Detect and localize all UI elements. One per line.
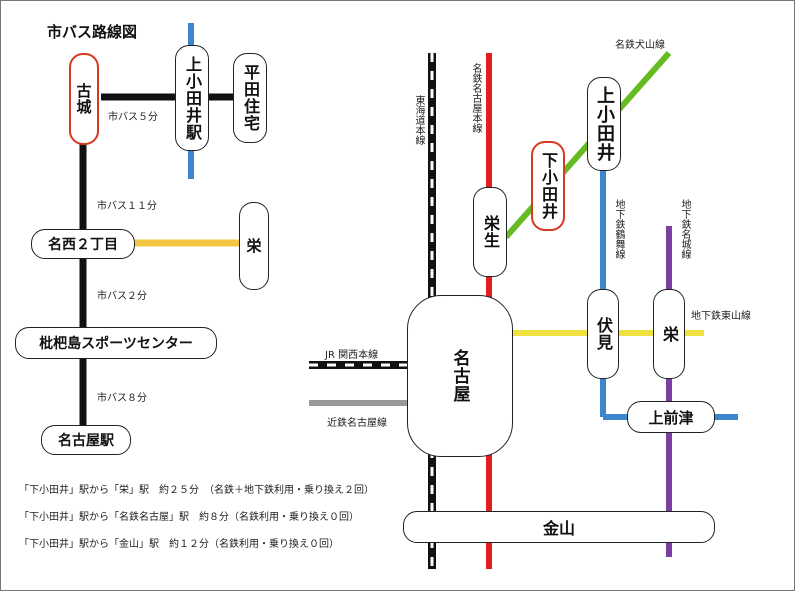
station-biwajima-sports: 枇杷島スポーツセンター [15, 327, 217, 359]
station-kamiotai: 上小田井 [587, 77, 621, 171]
station-hirata-jutaku: 平田住宅 [233, 53, 267, 143]
station-meisai-2chome: 名西２丁目 [31, 229, 135, 259]
travel-note-kanayama: 「下小田井」駅から「金山」駅 約１２分（名鉄利用・乗り換え０回） [19, 539, 339, 550]
station-sakae-bus: 栄 [239, 202, 269, 290]
station-nagoya: 名古屋 [407, 295, 513, 457]
travel-note-meitetsu-nagoya: 「下小田井」駅から「名鉄名古屋」駅 約８分（名鉄利用・乗り換え０回） [19, 512, 359, 523]
segment-label-2: 市バス２分 [97, 291, 147, 302]
station-sakou: 栄生 [473, 187, 507, 277]
line-label-meitetsu-nagoya: 名鉄名古屋本線 [470, 63, 481, 133]
map-title: 市バス路線図 [47, 23, 138, 41]
segment-label-5: 市バス５分 [108, 112, 158, 123]
segment-label-11: 市バス１１分 [97, 201, 157, 212]
station-shimootai: 下小田井 [531, 141, 565, 231]
station-sakae: 栄 [653, 289, 685, 379]
station-nagoya-eki: 名古屋駅 [41, 425, 131, 455]
station-furushiro: 古城 [69, 53, 99, 145]
line-label-meitetsu-inuyama: 名鉄犬山線 [615, 40, 665, 51]
station-kamiotai-eki: 上小田井駅 [175, 45, 209, 151]
station-fushimi: 伏見 [587, 289, 619, 379]
line-label-meijo: 地下鉄名城線 [679, 199, 690, 259]
station-kanayama: 金山 [403, 511, 715, 543]
line-label-kansai: JR 関西本線 [325, 350, 379, 361]
station-kamimaezu: 上前津 [627, 401, 715, 433]
line-label-tokaido: 東海道本線 [413, 95, 424, 145]
line-label-kintetsu: 近鉄名古屋線 [327, 418, 387, 429]
segment-label-8: 市バス８分 [97, 393, 147, 404]
travel-note-sakae: 「下小田井」駅から「栄」駅 約２５分 （名鉄＋地下鉄利用・乗り換え２回） [19, 485, 374, 496]
line-label-tsurumai: 地下鉄鶴舞線 [613, 199, 624, 259]
line-label-higashiyama: 地下鉄東山線 [691, 311, 751, 322]
